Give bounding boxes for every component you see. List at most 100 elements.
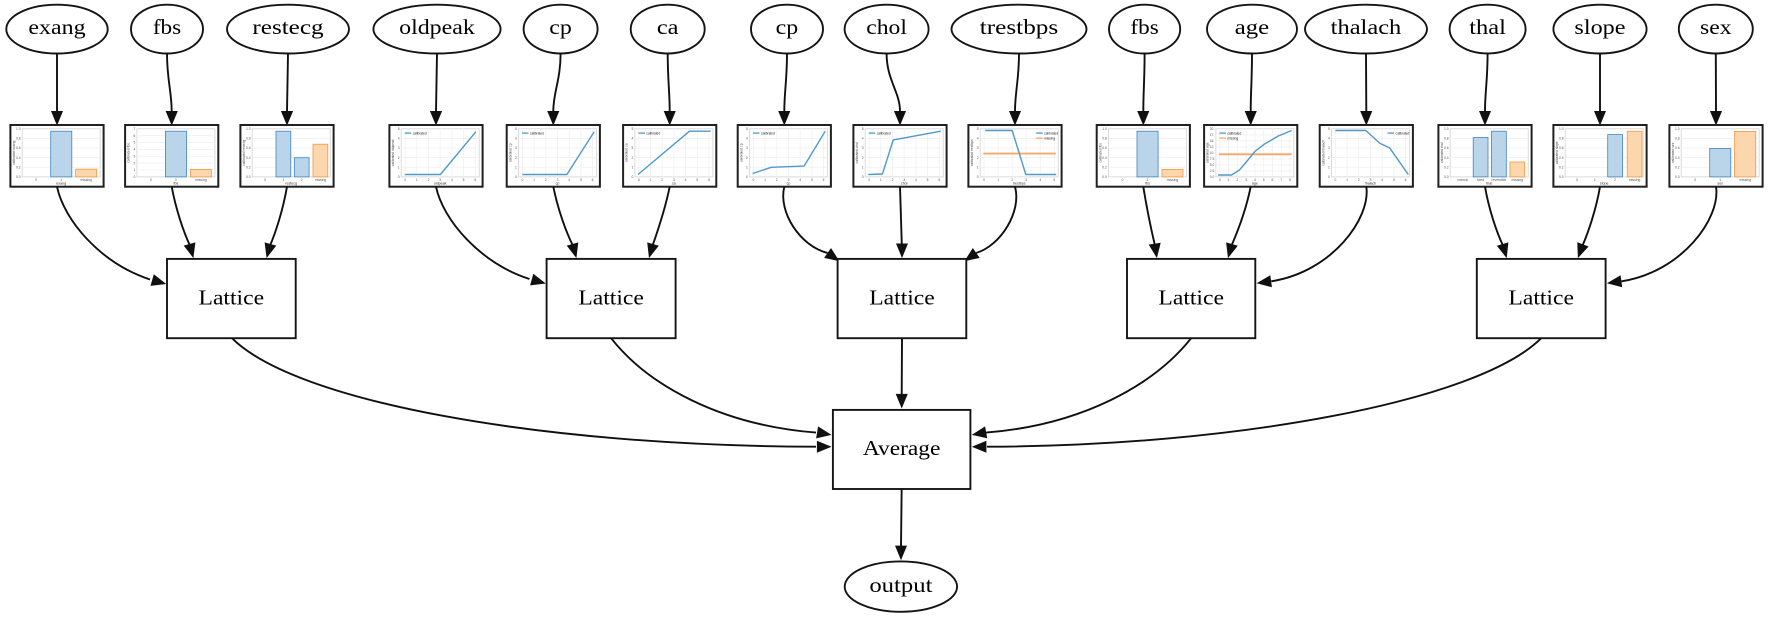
svg-text:missing: missing: [1167, 178, 1179, 182]
svg-text:calibrated oldpeak: calibrated oldpeak: [391, 139, 395, 166]
svg-text:0: 0: [404, 178, 406, 182]
svg-text:6: 6: [592, 178, 594, 182]
svg-text:3: 3: [631, 146, 633, 150]
svg-text:3: 3: [673, 178, 675, 182]
svg-text:1.0: 1.0: [246, 127, 251, 131]
svg-text:1: 1: [997, 178, 999, 182]
svg-text:ca: ca: [672, 182, 676, 186]
svg-text:1: 1: [60, 178, 62, 182]
svg-text:5: 5: [1328, 127, 1330, 131]
svg-text:2: 2: [1358, 178, 1360, 182]
svg-text:cp: cp: [776, 15, 799, 39]
svg-text:0: 0: [398, 175, 400, 179]
svg-text:0.8: 0.8: [16, 137, 21, 141]
svg-text:7.5: 7.5: [1210, 157, 1215, 161]
svg-text:0.2: 0.2: [1102, 165, 1107, 169]
svg-text:2.5: 2.5: [1210, 169, 1215, 173]
svg-text:5: 5: [515, 127, 517, 131]
svg-text:calibrated: calibrated: [1227, 131, 1241, 135]
svg-text:2: 2: [398, 156, 400, 160]
svg-text:12.: 12.: [1210, 145, 1215, 149]
svg-text:1: 1: [1594, 178, 1596, 182]
svg-text:4: 4: [515, 137, 517, 141]
svg-text:3: 3: [1370, 178, 1372, 182]
svg-text:0.0: 0.0: [1210, 175, 1215, 179]
svg-text:calibrated fbs: calibrated fbs: [1098, 143, 1102, 163]
svg-text:trestbps: trestbps: [1013, 182, 1026, 186]
svg-text:1.0: 1.0: [1675, 127, 1680, 131]
svg-text:0.8: 0.8: [1675, 137, 1680, 141]
svg-text:oldpeak: oldpeak: [434, 182, 447, 186]
svg-text:calibrated: calibrated: [413, 131, 427, 135]
svg-text:2: 2: [776, 178, 778, 182]
svg-text:3: 3: [439, 178, 441, 182]
svg-text:0.2: 0.2: [246, 165, 251, 169]
svg-text:calibrated cp: calibrated cp: [508, 143, 512, 162]
svg-text:3: 3: [515, 146, 517, 150]
svg-text:6: 6: [823, 178, 825, 182]
svg-text:fbs: fbs: [174, 182, 179, 186]
svg-text:0: 0: [1334, 178, 1336, 182]
svg-text:reversible: reversible: [1492, 178, 1507, 182]
svg-text:0.4: 0.4: [1675, 156, 1680, 160]
svg-text:2: 2: [1011, 178, 1013, 182]
svg-text:1: 1: [650, 178, 652, 182]
svg-text:4: 4: [568, 178, 570, 182]
svg-text:4: 4: [799, 178, 801, 182]
svg-text:5: 5: [862, 127, 864, 131]
svg-text:fbs: fbs: [153, 15, 181, 39]
svg-text:0: 0: [521, 178, 523, 182]
svg-text:0.0: 0.0: [1675, 175, 1680, 179]
svg-text:0.2: 0.2: [1675, 165, 1680, 169]
svg-text:1: 1: [746, 165, 748, 169]
svg-text:slope: slope: [1574, 15, 1625, 39]
svg-text:0: 0: [1219, 178, 1221, 182]
svg-text:6: 6: [1405, 178, 1407, 182]
svg-text:0: 0: [150, 178, 152, 182]
svg-text:2: 2: [515, 156, 517, 160]
svg-text:0.8: 0.8: [1102, 137, 1107, 141]
svg-text:1: 1: [398, 165, 400, 169]
svg-text:0: 0: [133, 175, 135, 179]
svg-text:normal: normal: [1458, 178, 1469, 182]
svg-text:5: 5: [811, 178, 813, 182]
svg-text:1.0: 1.0: [1444, 127, 1449, 131]
svg-text:exang: exang: [56, 182, 66, 186]
svg-text:1: 1: [1328, 165, 1330, 169]
svg-text:calibrated age: calibrated age: [1206, 142, 1210, 163]
svg-text:4: 4: [1381, 178, 1383, 182]
svg-text:6: 6: [133, 134, 135, 138]
svg-text:2: 2: [545, 178, 547, 182]
svg-text:0.6: 0.6: [1559, 146, 1564, 150]
svg-text:cp: cp: [549, 15, 572, 39]
svg-text:trestbps: trestbps: [980, 15, 1059, 39]
svg-text:3: 3: [398, 146, 400, 150]
svg-text:thal: thal: [1469, 15, 1506, 39]
svg-text:slope: slope: [1600, 182, 1609, 186]
svg-text:2: 2: [892, 178, 894, 182]
svg-text:2: 2: [428, 178, 430, 182]
svg-text:1: 1: [416, 178, 418, 182]
svg-text:0.0: 0.0: [16, 175, 21, 179]
svg-text:7: 7: [133, 127, 135, 131]
svg-text:8: 8: [1289, 178, 1291, 182]
svg-text:fbs: fbs: [1145, 182, 1150, 186]
svg-text:0: 0: [746, 175, 748, 179]
svg-text:0: 0: [752, 178, 754, 182]
svg-text:3: 3: [862, 146, 864, 150]
svg-text:missing: missing: [1044, 136, 1055, 140]
svg-text:missing: missing: [195, 178, 207, 182]
svg-text:5: 5: [1053, 178, 1055, 182]
svg-text:0: 0: [868, 178, 870, 182]
svg-text:3: 3: [977, 146, 979, 150]
svg-text:calibrated thal: calibrated thal: [1440, 142, 1444, 163]
svg-text:5: 5: [696, 178, 698, 182]
svg-text:5: 5: [463, 178, 465, 182]
svg-text:missing: missing: [315, 178, 327, 182]
svg-text:0.4: 0.4: [246, 156, 251, 160]
svg-text:0: 0: [638, 178, 640, 182]
svg-text:1: 1: [764, 178, 766, 182]
svg-text:3: 3: [1025, 178, 1027, 182]
svg-text:4: 4: [862, 137, 864, 141]
svg-text:calibrated: calibrated: [877, 131, 891, 135]
